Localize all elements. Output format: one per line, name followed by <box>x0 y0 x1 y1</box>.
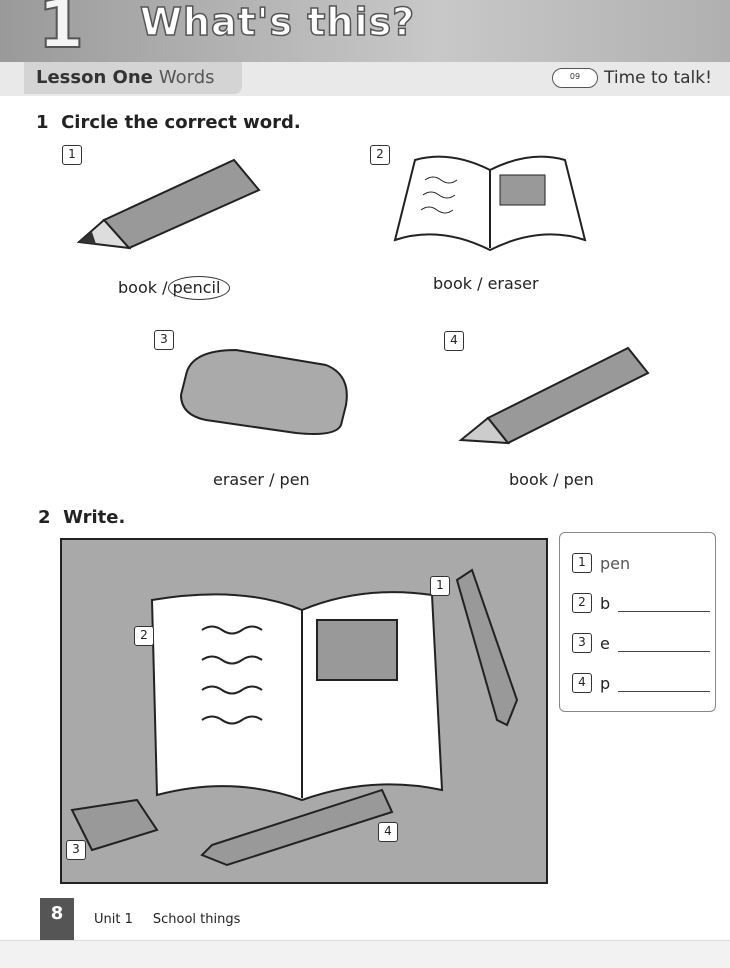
answer-blank[interactable] <box>617 634 710 652</box>
item-number: 1 <box>62 145 82 165</box>
exercise2-heading: 2 Write. <box>38 507 126 528</box>
item3-options: eraser / pen <box>213 470 310 489</box>
item2-options: book / eraser <box>433 274 539 293</box>
scene-label: 3 <box>66 840 86 860</box>
book-illustration <box>393 155 587 252</box>
exercise1-heading: 1 Circle the correct word. <box>36 112 301 133</box>
answer-text: p <box>600 673 611 693</box>
talk-label: Time to talk! <box>604 68 712 88</box>
cd-icon: 09 <box>552 68 598 88</box>
page-number: 8 <box>40 898 74 940</box>
audio-track[interactable]: 09 Time to talk! <box>552 68 712 88</box>
item-number: 2 <box>370 145 390 165</box>
footer-unit: Unit 1 <box>94 911 133 927</box>
footer: 8 Unit 1 School things <box>40 898 240 940</box>
answer-number: 3 <box>572 633 592 653</box>
scene-label: 1 <box>430 576 450 596</box>
answer-circle <box>168 276 230 300</box>
answer-blank[interactable] <box>618 674 711 692</box>
item-number: 3 <box>154 330 174 350</box>
scene-label: 2 <box>134 626 154 646</box>
answer-row: 1 pen <box>572 553 630 573</box>
pencil-illustration <box>76 158 261 250</box>
unit-banner <box>0 0 730 62</box>
answer-number: 4 <box>572 673 592 693</box>
eraser-illustration <box>179 348 348 435</box>
answer-text: e <box>600 633 610 653</box>
answer-blank[interactable] <box>618 594 711 612</box>
answer-number: 2 <box>572 593 592 613</box>
lesson-label: Lesson One <box>36 67 153 88</box>
page-title: What's this? <box>139 0 416 45</box>
school-things-scene <box>60 538 548 884</box>
scene-label: 4 <box>378 822 398 842</box>
footer-topic: School things <box>152 911 241 927</box>
pen-illustration <box>458 346 650 445</box>
answer-text: pen <box>600 553 631 573</box>
answer-text: b <box>600 593 611 613</box>
answer-number: 1 <box>572 553 592 573</box>
lesson-topic: Words <box>158 67 215 88</box>
item4-options: book / pen <box>509 470 594 489</box>
unit-number: 1 <box>37 0 85 64</box>
scene-illustration <box>70 568 519 867</box>
next-page-edge <box>0 940 730 968</box>
item-number: 4 <box>444 331 464 351</box>
